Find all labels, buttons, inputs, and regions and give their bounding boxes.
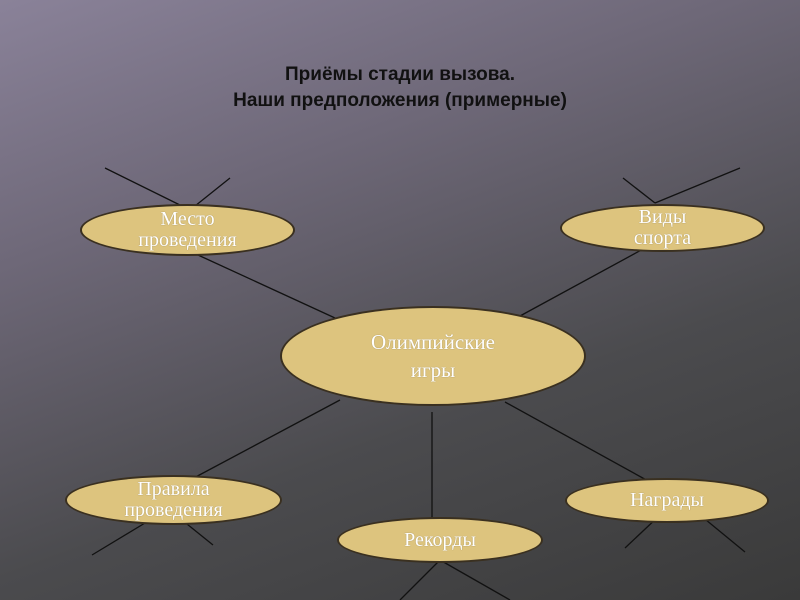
line-center-awards xyxy=(504,401,651,483)
branch-sports-left xyxy=(622,177,656,204)
node-venue: Место проведения xyxy=(80,204,295,256)
line-center-rules xyxy=(189,399,341,481)
branch-records-left xyxy=(399,559,441,600)
line-center-venue xyxy=(197,254,336,319)
title-line-2: Наши предположения (примерные) xyxy=(233,90,567,111)
node-center: Олимпийские игры xyxy=(280,306,586,406)
branch-rules-left xyxy=(91,519,151,556)
node-records: Рекорды xyxy=(337,517,543,563)
branch-records-right xyxy=(439,559,511,600)
slide-title: Приёмы стадии вызова. Наши предположения… xyxy=(0,62,800,114)
node-venue-label: Место проведения xyxy=(138,208,237,251)
node-records-label: Рекорды xyxy=(404,528,476,551)
line-center-sports xyxy=(519,247,646,317)
node-center-label: Олимпийские игры xyxy=(371,329,495,382)
node-awards-label: Награды xyxy=(629,489,704,511)
node-rules-label: Правила проведения xyxy=(124,478,223,521)
node-sports: Виды спорта xyxy=(560,204,765,252)
title-line-1: Приёмы стадии вызова. xyxy=(285,64,515,85)
node-awards: Награды xyxy=(565,478,769,523)
branch-venue-left xyxy=(104,167,191,211)
branch-sports-right xyxy=(654,167,741,204)
branch-awards-right xyxy=(699,514,746,553)
node-sports-label: Виды спорта xyxy=(633,206,692,249)
node-rules: Правила проведения xyxy=(65,475,282,525)
